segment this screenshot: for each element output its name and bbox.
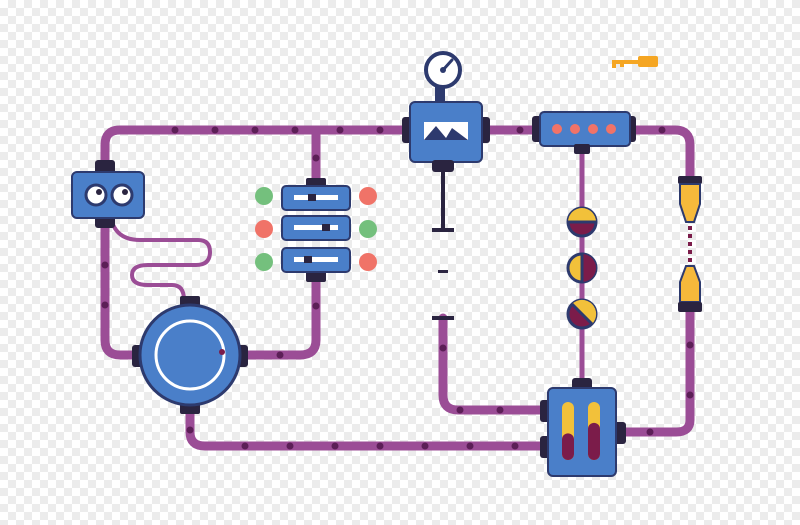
pipe-top-left	[100, 125, 415, 170]
rotary-gauge-3	[566, 298, 598, 330]
control-panel-1	[281, 185, 351, 211]
control-panel-2	[281, 215, 351, 241]
thin-coiled-tube	[110, 220, 213, 302]
eyes-valve-icon	[71, 160, 145, 228]
pipe-top-right	[625, 125, 695, 183]
left-lamps	[255, 187, 273, 271]
pipe-stack-to-pump	[235, 273, 321, 360]
dual-tank-icon	[540, 378, 626, 477]
tank-tube-left	[562, 402, 574, 460]
key-icon	[612, 56, 658, 68]
right-lamps	[359, 187, 377, 271]
tank-tube-right	[588, 402, 600, 460]
pipe-gauge-column	[438, 313, 553, 415]
pipe-valve-to-pump	[100, 217, 145, 360]
circular-pump-icon	[132, 296, 248, 414]
rotary-gauges	[566, 206, 598, 330]
pipe-joints	[101, 126, 694, 450]
rotary-gauge-1	[566, 206, 598, 238]
pipe-bottom	[185, 405, 553, 451]
control-panel-stack-icon	[255, 178, 377, 282]
indicator-light-bar	[532, 111, 636, 154]
pressure-gauge-machine	[402, 51, 490, 320]
control-panel-3	[281, 247, 351, 273]
pipe-right-down	[613, 305, 695, 437]
funnel-filter-icon	[678, 176, 702, 312]
rotary-gauge-2	[566, 252, 598, 284]
